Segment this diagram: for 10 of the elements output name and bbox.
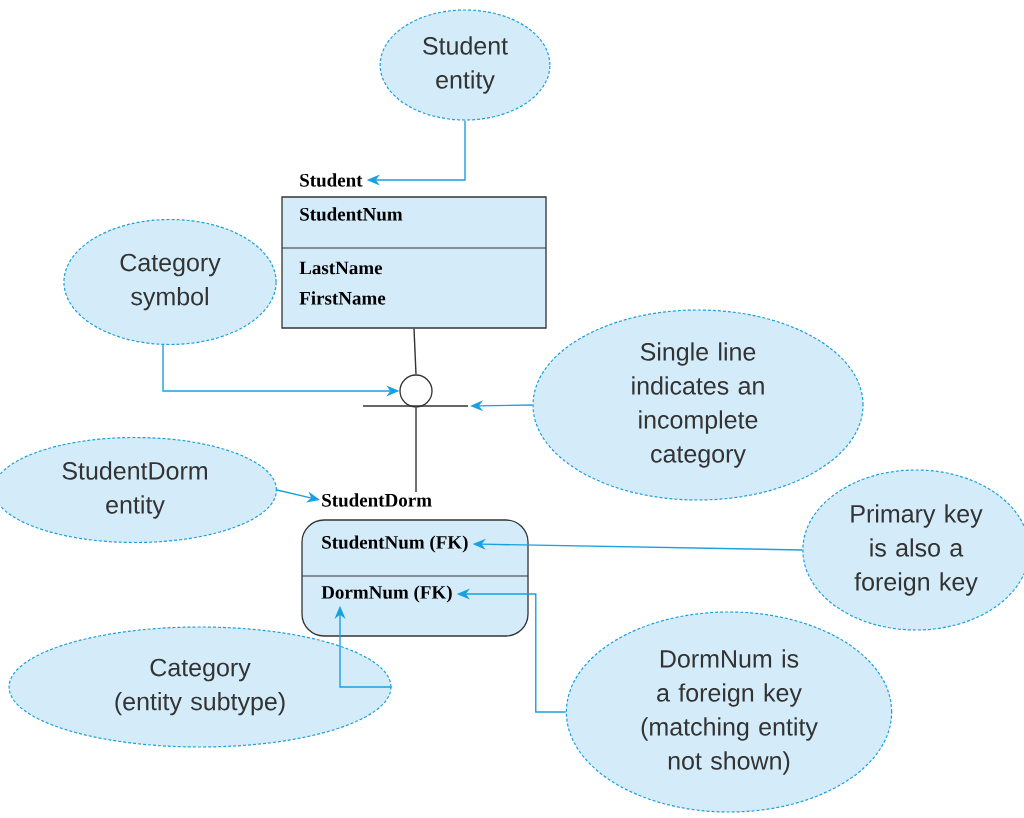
connector-line: [415, 406, 417, 493]
attribute-name: StudentNum: [300, 207, 403, 221]
connector-line: [413, 327, 417, 376]
attribute-name: FirstName: [299, 291, 386, 305]
entity-name: StudentDorm: [322, 493, 432, 507]
entity-name: Student: [300, 173, 363, 187]
attribute-name: DormNum (FK): [321, 585, 452, 603]
category-symbol: [399, 374, 433, 408]
attribute-name: StudentNum (FK): [322, 535, 468, 553]
attribute-name: LastName: [299, 261, 383, 275]
